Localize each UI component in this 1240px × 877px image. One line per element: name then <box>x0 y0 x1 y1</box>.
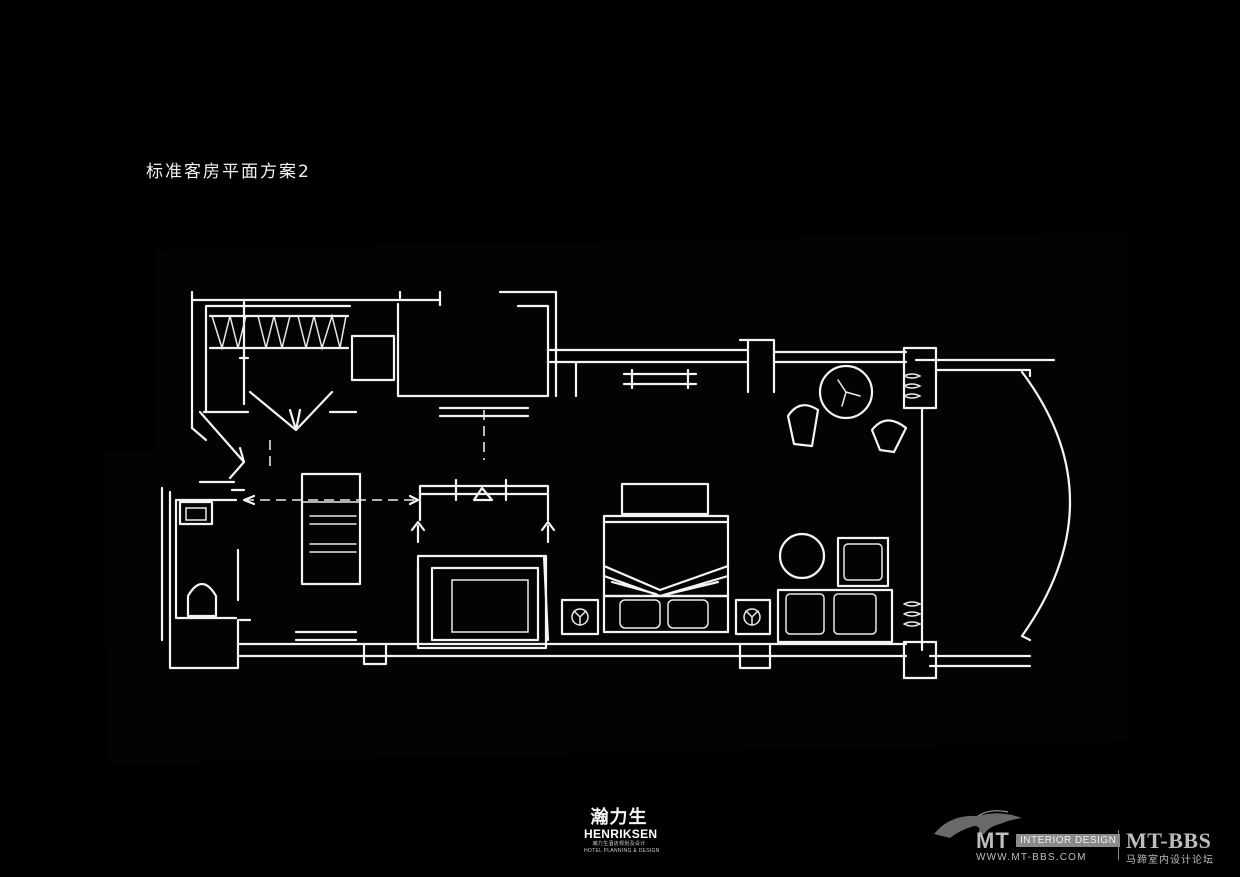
horse-icon <box>934 810 1022 838</box>
forum-name-cn: 马蹄室内设计论坛 <box>1126 855 1214 866</box>
circulation-lines <box>242 410 556 544</box>
mt-bbs-brand: MT-BBS <box>1126 828 1212 853</box>
site-url: WWW.MT-BBS.COM <box>976 852 1087 863</box>
logo-divider <box>1118 830 1119 860</box>
mt-bbs-logo: MT INTERIOR DESIGN MT-BBS WWW.MT-BBS.COM… <box>928 800 1228 866</box>
sketch-sheet <box>102 232 1128 764</box>
logo-name-cn: 瀚力生 <box>590 807 648 828</box>
logo-sub-cn: 瀚力生酒店规划及设计 <box>592 841 646 847</box>
logo-sub-en: HOTEL PLANNING & DESIGN <box>584 848 660 854</box>
mt-mark: MT <box>976 828 1010 853</box>
henriksen-logo: 瀚力生 HENRIKSEN 瀚力生酒店规划及设计 HOTEL PLANNING … <box>584 807 660 855</box>
page-title: 标准客房平面方案2 <box>146 162 311 182</box>
interior-design-tag: INTERIOR DESIGN <box>1016 834 1121 847</box>
logo-name-en: HENRIKSEN <box>584 827 658 841</box>
walls <box>160 290 1072 680</box>
